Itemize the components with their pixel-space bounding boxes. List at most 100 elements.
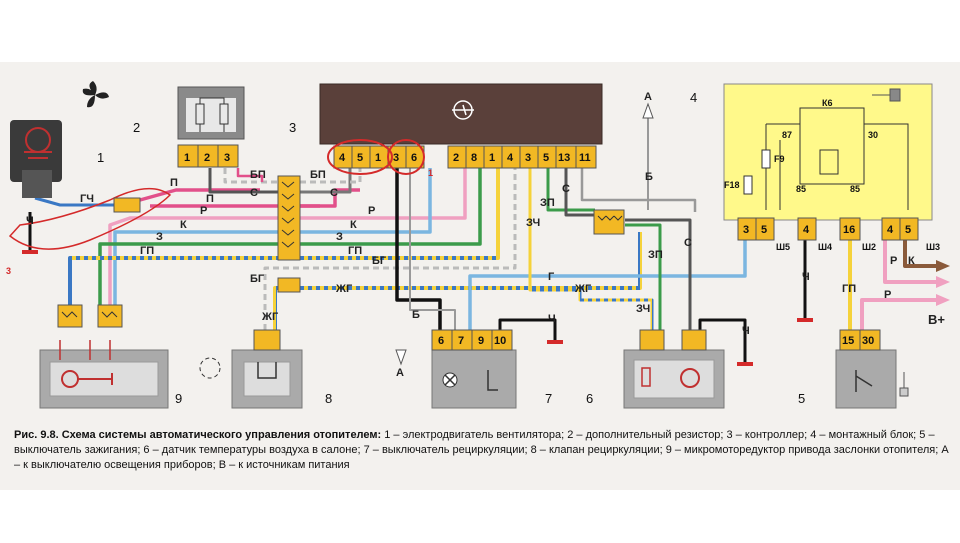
ctrl-pin-4: 3 [393, 152, 399, 164]
lbl-a2: А [396, 367, 404, 379]
lbl-p1: П [170, 177, 178, 189]
ctrl-pin-8: 1 [489, 152, 495, 164]
wire-zhg [273, 232, 642, 330]
lbl-zch1: ЗЧ [526, 217, 540, 229]
key-icon [872, 88, 901, 102]
ctrl-pin-10: 3 [525, 152, 531, 164]
lbl-ch4: Ч [802, 271, 810, 283]
num-1: 1 [97, 150, 104, 165]
term-30: 30 [868, 130, 878, 140]
lbl-ch1: Ч [26, 215, 34, 227]
ignition-key-icon [899, 372, 909, 397]
lbl-k1: К [180, 219, 187, 231]
lbl-s3: С [562, 183, 570, 195]
lbl-zch2: ЗЧ [636, 303, 650, 315]
wire-labels: П П Р Р К К З З ГП ГП ГЧ БП БП С С БГ БГ… [26, 91, 945, 379]
lbl-s4: С [684, 237, 692, 249]
fuse-f18: F18 [724, 180, 740, 190]
wire-k-out [903, 240, 938, 268]
lbl-gp1: ГП [140, 245, 154, 257]
controller [319, 83, 603, 145]
num-7: 7 [545, 391, 552, 406]
conn-sh2: Ш2 [862, 242, 876, 252]
output-arrows [395, 102, 950, 366]
blk-pin-far-5: 5 [905, 224, 911, 236]
wire-p-upper [139, 188, 260, 202]
conn-sh5: Ш5 [776, 242, 790, 252]
lbl-r1: Р [200, 205, 207, 217]
lbl-b2: Б [412, 309, 420, 321]
red-label-1: 1 [428, 168, 433, 178]
ctrl-pin-3: 1 [375, 152, 381, 164]
wire-bp-right [300, 168, 362, 184]
lbl-bg2: БГ [372, 255, 387, 267]
blk-pin-16: 16 [843, 224, 855, 236]
flap-gearmotor [39, 340, 169, 409]
sw7-pin-6: 6 [438, 335, 444, 347]
lbl-zp1: ЗП [540, 197, 555, 209]
ctrl-pin-5: 6 [411, 152, 417, 164]
wire-s-left [208, 168, 280, 194]
sw5-pin-30: 30 [862, 335, 874, 347]
recirc-valve [199, 329, 303, 409]
ignition-switch: 15 30 [835, 329, 909, 409]
lbl-p2: П [206, 193, 214, 205]
num-4: 4 [690, 90, 697, 105]
wire-s-13 [564, 168, 595, 217]
resistor-pin-2: 2 [204, 152, 210, 164]
harness-connector-main [277, 175, 301, 293]
wire-p-resistor [236, 168, 264, 182]
lbl-bp2: БП [310, 169, 326, 181]
lbl-bg1: БГ [250, 273, 265, 285]
red-annotation-ellipse [327, 139, 393, 175]
term-85b: 85 [850, 184, 860, 194]
wire-zp-2 [625, 223, 662, 330]
conn-sh4: Ш4 [818, 242, 832, 252]
valve-arrows-icon [199, 357, 221, 379]
extra-resistor [177, 86, 245, 140]
wire-ch-6 [698, 318, 747, 362]
caption-text: 1 – электродвигатель вентилятора; 2 – до… [14, 429, 949, 471]
resistor-connector: 1 2 3 [177, 144, 239, 168]
wire-g [468, 240, 747, 330]
term-87: 87 [782, 130, 792, 140]
lbl-gp3: ГП [842, 283, 856, 295]
wire-zch [528, 168, 654, 330]
sw7-pin-10: 10 [494, 335, 506, 347]
lbl-ch3: Ч [742, 325, 750, 337]
lbl-k3: К [908, 255, 915, 267]
harness-connector-right [593, 209, 625, 235]
gearmotor-connectors [57, 304, 123, 328]
resistor-pin-3: 3 [224, 152, 230, 164]
wire-11 [580, 168, 697, 212]
lbl-zhg3: ЖГ [574, 283, 592, 295]
lbl-zp2: ЗП [648, 249, 663, 261]
wire-ch-7 [498, 318, 557, 340]
lbl-bp1: БП [250, 169, 266, 181]
wire-gch [34, 196, 115, 207]
temp-sensor [623, 329, 725, 409]
ctrl-pin-12: 13 [558, 152, 570, 164]
lbl-zhg1: ЖГ [261, 311, 279, 323]
lbl-gch: ГЧ [80, 193, 94, 205]
ctrl-pin-7: 8 [471, 152, 477, 164]
sw5-pin-15: 15 [842, 335, 854, 347]
lbl-s1: С [250, 187, 258, 199]
wire-r [108, 168, 467, 305]
wiring-diagram: 1 2 3 4 5 6 7 8 9 1 2 3 [6, 81, 950, 409]
lbl-r3: Р [890, 255, 897, 267]
conn-sh3: Ш3 [926, 242, 940, 252]
term-85a: 85 [796, 184, 806, 194]
lbl-r4: Р [884, 289, 891, 301]
wire-ch-controller [395, 168, 442, 330]
lbl-b1: Б [645, 171, 653, 183]
num-5: 5 [798, 391, 805, 406]
ctrl-pin-2: 5 [357, 152, 363, 164]
lbl-z2: З [336, 231, 343, 243]
gch-connector [113, 197, 141, 213]
num-3: 3 [289, 120, 296, 135]
ground-symbols [22, 250, 813, 366]
wire-bg [263, 168, 517, 330]
lbl-z1: З [156, 231, 163, 243]
wire-r-bplus [860, 298, 938, 330]
